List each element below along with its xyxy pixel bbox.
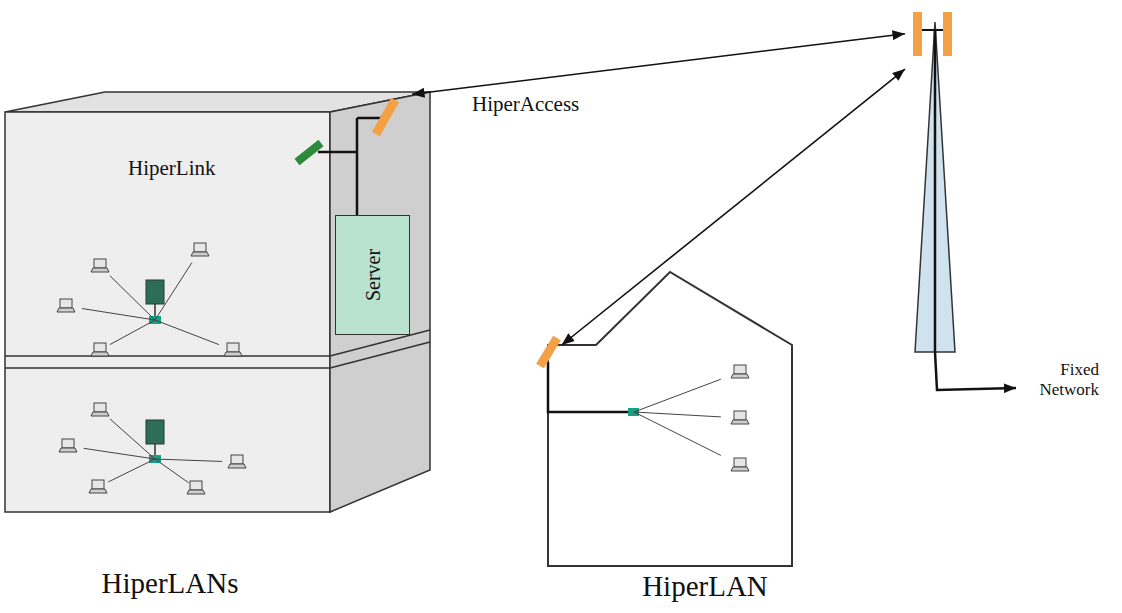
laptop-icon — [731, 458, 749, 471]
access-points — [146, 280, 164, 463]
laptop-icon — [731, 365, 749, 378]
laptop-icon — [89, 480, 107, 493]
wireless-links — [82, 263, 219, 345]
building — [5, 92, 430, 512]
wireless-link-arrow — [562, 69, 905, 345]
wireless-link — [110, 320, 155, 345]
house-node: HiperLAN — [545, 345, 795, 570]
laptop-icon — [191, 243, 209, 256]
laptops — [731, 365, 749, 471]
laptop-icon — [59, 439, 77, 452]
laptop-icon — [228, 455, 246, 468]
wireless-link-arrow — [412, 34, 905, 95]
base-station-tower — [913, 12, 1016, 390]
wireless-link — [155, 459, 189, 483]
fixed-network-label: Fixed Network — [1017, 360, 1099, 399]
laptop-icon — [731, 411, 749, 424]
tower-node: Fixed Network — [905, 10, 965, 355]
roof-antenna — [376, 100, 395, 134]
wireless-link — [634, 412, 721, 455]
building-node: HiperLANsServer — [5, 85, 412, 515]
laptop-icon — [91, 343, 109, 356]
wireless-link — [155, 263, 192, 320]
wireless-links — [84, 419, 223, 483]
laptop-icon — [224, 343, 242, 356]
wireless-link — [155, 320, 219, 345]
house — [540, 272, 792, 566]
wireless-links — [634, 379, 721, 455]
server-label: Server — [361, 249, 384, 301]
laptops — [59, 403, 246, 494]
house-label: HiperLAN — [605, 570, 805, 603]
laptops — [57, 243, 242, 356]
wireless-link — [155, 459, 222, 461]
wireless-link — [108, 459, 155, 482]
wireless-link — [634, 412, 721, 417]
building-wiring — [297, 100, 395, 216]
wireless-link — [82, 309, 155, 320]
building-label: HiperLANs — [45, 567, 295, 600]
wireless-link — [634, 379, 721, 412]
wireless-link — [84, 448, 155, 459]
laptop-icon — [57, 299, 75, 312]
hiperlink-label: HiperLink — [128, 156, 215, 181]
hiperaccess-label: HiperAccess — [470, 92, 581, 117]
laptop-icon — [187, 481, 205, 494]
laptop-icon — [91, 259, 109, 272]
wireless-link — [110, 276, 155, 320]
hiperlink-antenna — [297, 143, 321, 162]
house-antenna — [540, 338, 557, 366]
server-box: Server — [335, 215, 410, 335]
laptop-icon — [91, 403, 109, 416]
